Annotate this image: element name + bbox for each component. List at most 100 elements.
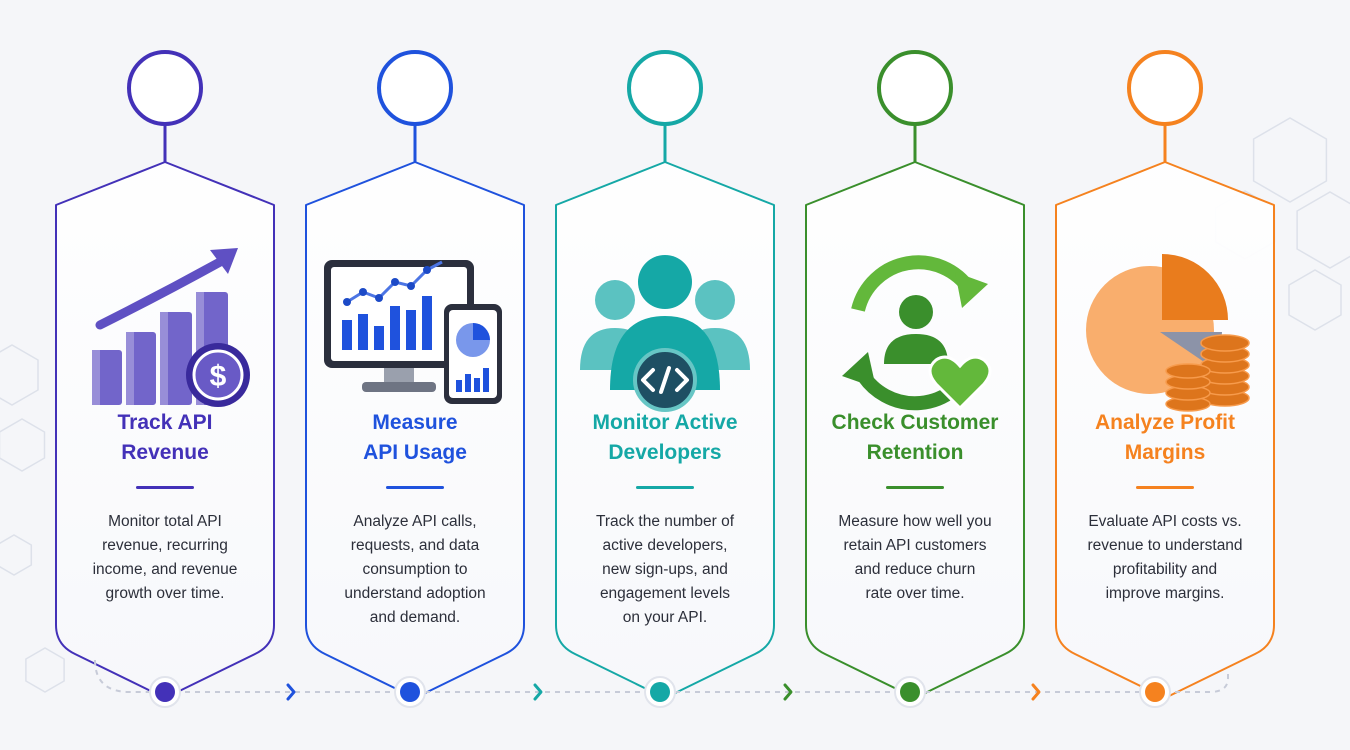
title-underline [1136, 486, 1194, 489]
coin [1200, 334, 1250, 352]
title-underline [886, 486, 944, 489]
description-line: income, and revenue [92, 561, 238, 578]
chart-bar [342, 320, 352, 350]
chart-bar [374, 326, 384, 350]
step-title-line-1: Analyze Profit [1094, 411, 1236, 434]
chart-point [391, 278, 399, 286]
description-line: new sign-ups, and [602, 561, 728, 578]
growth-arrow [95, 257, 225, 330]
step-title: Measure API Usage [310, 408, 520, 468]
monitor-stand [362, 382, 436, 392]
step-title: Monitor Active Developers [560, 408, 770, 468]
description-line: Measure how well you [838, 513, 992, 530]
person-head-center [638, 255, 692, 309]
description-line: revenue, recurring [102, 537, 228, 554]
background-hexagon [1288, 269, 1342, 331]
step-marker-ring [127, 50, 203, 126]
description-line: retain API customers [843, 537, 987, 554]
description-line: Track the number of [595, 513, 735, 530]
step-title-line-1: Monitor Active [592, 411, 738, 434]
step-title: Analyze Profit Margins [1060, 408, 1270, 468]
description-line: improve margins. [1105, 585, 1225, 602]
description-line: requests, and data [350, 537, 480, 554]
phone-pie-slice [473, 323, 490, 340]
step-title: Check Customer Retention [810, 408, 1020, 468]
developers-code-icon [580, 255, 750, 412]
cycle-arrowhead-top [955, 272, 988, 308]
step-title-line-2: Retention [866, 441, 964, 464]
chart-bar [390, 306, 400, 350]
background-hexagon [0, 418, 46, 472]
title-underline [136, 486, 194, 489]
chart-bar [422, 296, 432, 350]
description-line: engagement levels [599, 585, 731, 602]
description-line: and demand. [369, 609, 461, 626]
usage-dashboard-icon [324, 260, 502, 404]
monitor-neck [384, 368, 414, 384]
chart-bar [358, 314, 368, 350]
step-title: Track API Revenue [60, 408, 270, 468]
person-head-left [595, 280, 635, 320]
chart-bar [406, 310, 416, 350]
description-line: Monitor total API [108, 513, 222, 530]
growth-arrowhead [210, 248, 238, 274]
description-line: and reduce churn [854, 561, 976, 578]
code-bracket-right [675, 368, 689, 392]
coin-face [192, 349, 244, 401]
step-title-line-2: API Usage [363, 441, 467, 464]
description-line: rate over time. [865, 585, 965, 602]
background-hexagon [0, 344, 39, 406]
step-title-line-1: Measure [372, 411, 458, 434]
step-description: Monitor total API revenue, recurring inc… [72, 510, 258, 606]
chart-point [407, 282, 415, 290]
step-card-4: Check Customer Retention Measure how wel… [800, 40, 1030, 720]
dollar-sign: $ [210, 360, 227, 393]
bar-highlight [126, 332, 134, 405]
step-card-2: Measure API Usage Analyze API calls, req… [300, 40, 530, 720]
description-line: on your API. [622, 609, 708, 626]
phone-bar [465, 374, 471, 392]
description-line: Evaluate API costs vs. [1088, 513, 1242, 530]
title-underline [386, 486, 444, 489]
description-line: profitability and [1112, 561, 1218, 578]
step-title-line-2: Developers [608, 441, 722, 464]
step-title-line-1: Track API [117, 411, 213, 434]
background-hexagon [0, 534, 33, 576]
description-line: growth over time. [105, 585, 225, 602]
step-marker-ring [1127, 50, 1203, 126]
chart-point [343, 298, 351, 306]
customer-retention-icon [842, 255, 992, 411]
coin [1165, 363, 1211, 379]
description-line: active developers, [602, 537, 728, 554]
heart [928, 355, 992, 411]
step-card-1: $ Track API Revenue Monitor total API re… [50, 40, 280, 720]
chart-point [359, 288, 367, 296]
description-line: consumption to [362, 561, 468, 578]
background-hexagon [25, 647, 65, 693]
code-bracket-left [641, 368, 655, 392]
step-description: Analyze API calls, requests, and data co… [322, 510, 508, 630]
step-marker-ring [627, 50, 703, 126]
background-hexagon [1296, 191, 1350, 269]
revenue-growth-icon: $ [92, 248, 250, 407]
title-underline [636, 486, 694, 489]
description-line: understand adoption [344, 585, 486, 602]
phone-bar [456, 380, 462, 392]
step-card-3: Monitor Active Developers Track the numb… [550, 40, 780, 720]
cycle-arrowhead-bottom [842, 352, 876, 388]
bar-highlight [92, 350, 100, 405]
step-description: Track the number of active developers, n… [572, 510, 758, 630]
profit-pie-coins-icon [1086, 254, 1250, 412]
step-marker-ring [377, 50, 453, 126]
step-marker-ring [877, 50, 953, 126]
chart-point [423, 266, 431, 274]
step-description: Measure how well you retain API customer… [822, 510, 1008, 606]
description-line: Analyze API calls, [353, 513, 477, 530]
person-head-right [695, 280, 735, 320]
person-body [884, 334, 948, 364]
pie-slice-main [1162, 254, 1228, 320]
code-slash [659, 366, 671, 394]
step-title-line-1: Check Customer [831, 411, 999, 434]
person-head [899, 295, 933, 329]
